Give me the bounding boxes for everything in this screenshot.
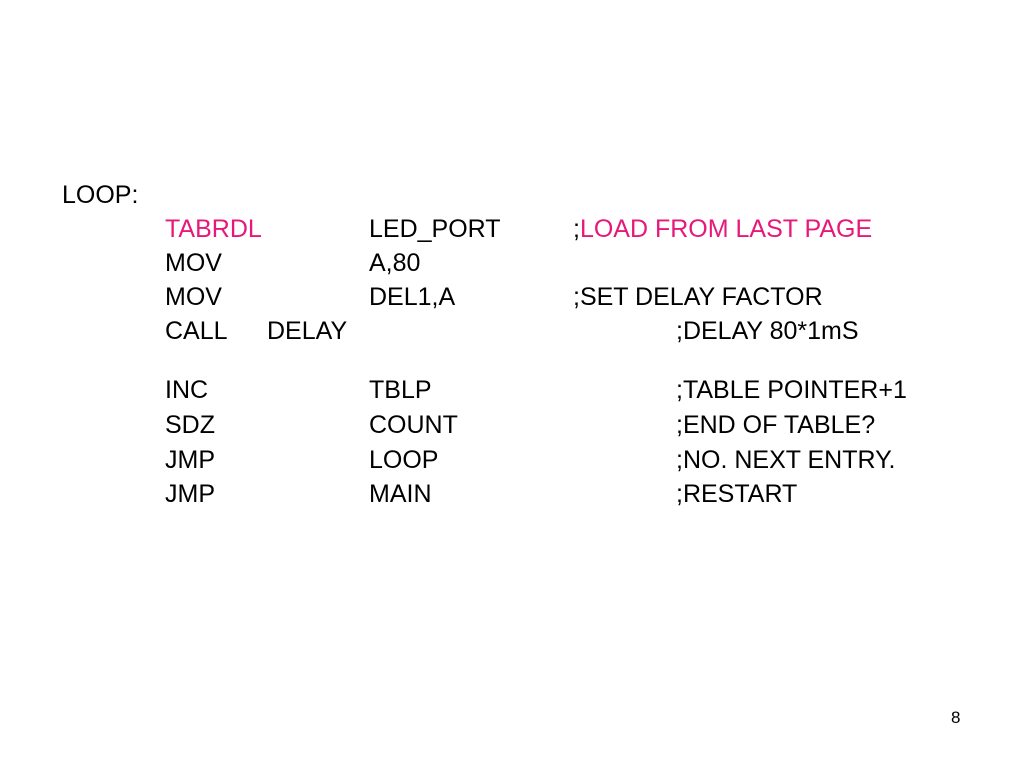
page-number: 8 — [951, 708, 961, 727]
code-arg-delay: DELAY — [267, 317, 348, 345]
code-op-tabrdl: TABRDL — [165, 215, 262, 243]
code-op-inc: INC — [165, 376, 209, 404]
code-op-mov-1: MOV — [165, 249, 222, 277]
code-arg-del1a: DEL1,A — [369, 283, 456, 311]
loop-label: LOOP: — [62, 181, 139, 209]
code-comment-restart: ;RESTART — [676, 480, 798, 508]
code-comment-table-pointer: ;TABLE POINTER+1 — [676, 376, 907, 404]
code-comment-next-entry: ;NO. NEXT ENTRY. — [676, 446, 896, 474]
code-op-call: CALL — [165, 317, 228, 345]
code-arg-led-port: LED_PORT — [369, 215, 501, 243]
code-comment-end-of-table: ;END OF TABLE? — [676, 411, 876, 439]
code-arg-main: MAIN — [369, 480, 432, 508]
code-arg-a80: A,80 — [369, 249, 421, 277]
code-arg-count: COUNT — [369, 411, 458, 439]
code-arg-loop: LOOP — [369, 446, 439, 474]
comment-load-text: LOAD FROM LAST PAGE — [579, 215, 873, 243]
code-comment-delay: ;DELAY 80*1mS — [676, 317, 859, 345]
code-comment-set-delay: ;SET DELAY FACTOR — [573, 283, 823, 311]
code-op-jmp-2: JMP — [165, 480, 215, 508]
comment-semicolon: ; — [573, 215, 580, 243]
code-op-sdz: SDZ — [165, 411, 215, 439]
code-op-jmp-1: JMP — [165, 446, 215, 474]
code-comment-load: ;LOAD FROM LAST PAGE — [573, 214, 872, 244]
code-op-mov-2: MOV — [165, 283, 222, 311]
code-arg-tblp: TBLP — [369, 376, 432, 404]
